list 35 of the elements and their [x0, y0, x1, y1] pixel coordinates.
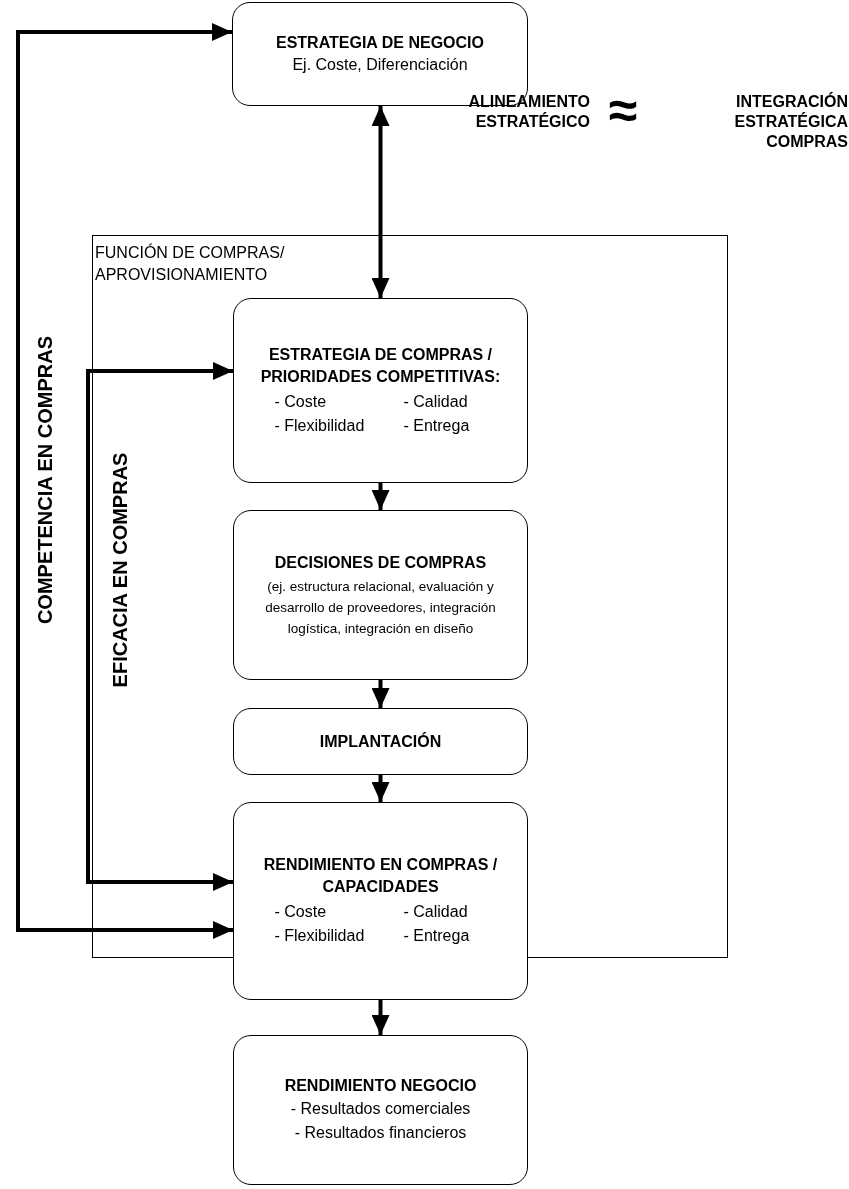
arrow: [371, 775, 390, 802]
list-item: - Calidad: [402, 902, 469, 922]
box-heading: ESTRATEGIA DE COMPRAS / PRIORIDADES COMPETITIVAS:: [259, 344, 502, 387]
arrow: [371, 1000, 390, 1035]
box-heading: ESTRATEGIA DE NEGOCIO: [276, 33, 484, 53]
arrow: [371, 106, 390, 298]
arrow: [16, 23, 233, 939]
arrow: [86, 362, 233, 891]
list-item: - Entrega: [402, 415, 471, 436]
list-item: - Resultados financieros: [294, 1123, 467, 1143]
list-item: - Coste: [273, 391, 328, 412]
box-text: Ej. Coste, Diferenciación: [292, 55, 468, 75]
list-item: - Flexibilidad: [273, 926, 366, 946]
box-heading: RENDIMIENTO NEGOCIO: [284, 1076, 477, 1096]
approx-symbol: ≈: [607, 82, 639, 138]
group-heading: FUNCIÓN DE COMPRAS/ APROVISIONAMIENTO: [95, 242, 286, 285]
annotation-text: ALINEAMIENTO ESTRATÉGICO: [467, 92, 590, 132]
list-item: - Resultados comerciales: [290, 1099, 471, 1119]
list-item: - Entrega: [402, 926, 471, 946]
box-heading: RENDIMIENTO EN COMPRAS / CAPACIDADES: [262, 855, 499, 897]
process-box: [233, 708, 528, 775]
list-item: - Flexibilidad: [273, 415, 366, 436]
box-heading: IMPLANTACIÓN: [319, 731, 442, 752]
process-box: [233, 298, 528, 483]
box-text: (ej. estructura relacional, evaluación y desarrollo de proveedores, integración logística, integración en diseño: [264, 577, 497, 638]
annotation-text: INTEGRACIÓN ESTRATÉGICA COMPRAS: [733, 92, 848, 152]
box-heading: DECISIONES DE COMPRAS: [274, 552, 487, 573]
list-item: - Coste: [273, 902, 328, 922]
list-item: - Calidad: [402, 391, 469, 412]
group-frame: [92, 235, 728, 958]
process-box: [233, 510, 528, 680]
process-box: [233, 1035, 528, 1185]
arrow: [371, 680, 390, 708]
arrow: [371, 483, 390, 510]
process-box: [233, 802, 528, 1000]
